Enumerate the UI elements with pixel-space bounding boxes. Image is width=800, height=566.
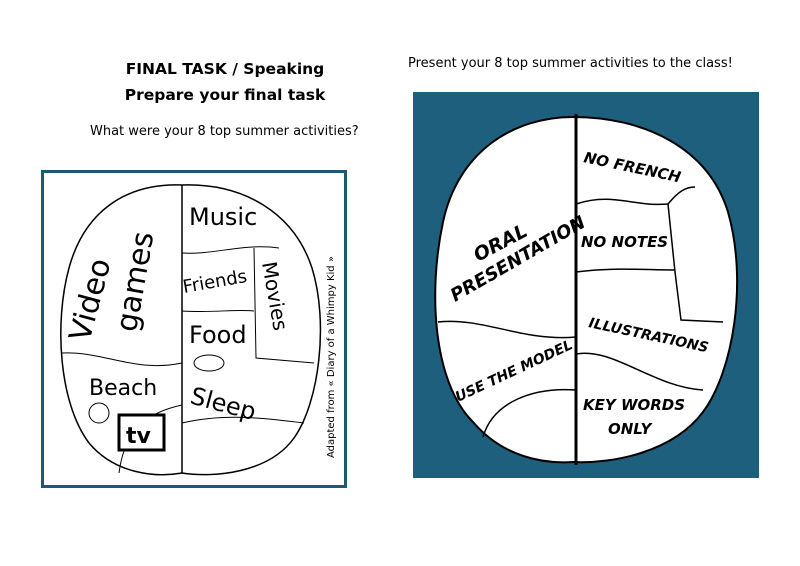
title-line-1: FINAL TASK / Speaking bbox=[125, 60, 325, 78]
burger-icon bbox=[193, 354, 225, 372]
label-only: ONLY bbox=[608, 420, 654, 438]
instruction-text: Present your 8 top summer activities to … bbox=[408, 56, 733, 71]
label-tv: tv bbox=[126, 424, 152, 449]
label-key-words: KEY WORDS bbox=[583, 396, 685, 414]
sun-icon bbox=[88, 402, 110, 424]
summer-activities-brain: Video games Music Friends Movies Food Be… bbox=[41, 170, 347, 488]
label-no-notes: NO NOTES bbox=[581, 233, 668, 251]
label-food: Food bbox=[189, 321, 247, 349]
credit-text: Adapted from « Diary of a Whimpy Kid » bbox=[326, 256, 337, 458]
tv-icon bbox=[117, 413, 166, 452]
question-text: What were your 8 top summer activities? bbox=[90, 124, 359, 139]
brain-drawing: Video games Music Friends Movies Food Be… bbox=[60, 184, 337, 476]
label-beach: Beach bbox=[89, 376, 157, 401]
title-line-2: Prepare your final task bbox=[124, 86, 326, 104]
brain-drawing: ORAL PRESENTATION USE THE MODEL NO FRENC… bbox=[434, 114, 739, 465]
presentation-rules-brain: ORAL PRESENTATION USE THE MODEL NO FRENC… bbox=[413, 92, 759, 478]
label-music: Music bbox=[189, 203, 257, 231]
